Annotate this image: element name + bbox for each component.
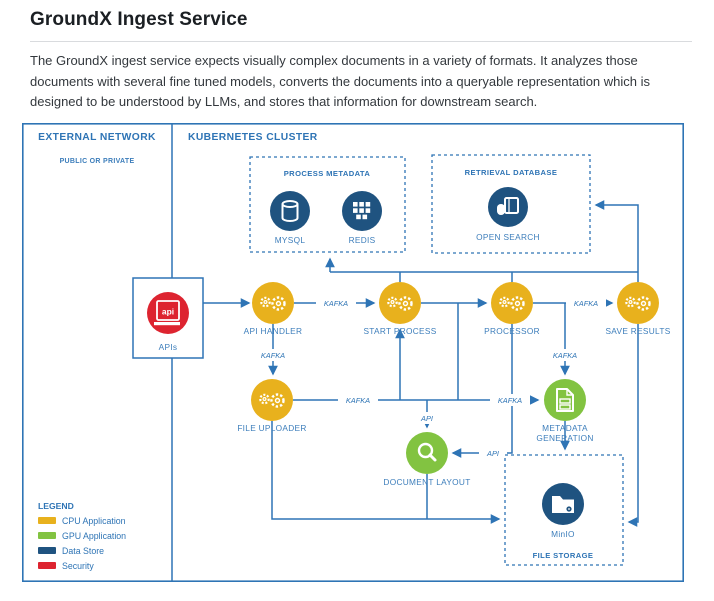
node-api-handler-label: API HANDLER [244, 326, 303, 336]
database-icon [281, 200, 299, 222]
retrieval-database-group: RETRIEVAL DATABASE OPEN SEARCH [431, 154, 591, 254]
file-storage-title: FILE STORAGE [533, 551, 594, 560]
node-minio-label: MinIO [551, 529, 575, 539]
external-network-region: EXTERNAL NETWORK PUBLIC OR PRIVATE [38, 132, 156, 165]
node-metadata-generation: METADATA GENERATION [536, 379, 593, 443]
node-minio: MinIO [542, 483, 584, 539]
node-redis: REDIS [342, 191, 382, 245]
node-apis: api APIs [132, 277, 204, 359]
node-metadata-generation-label2: GENERATION [536, 433, 593, 443]
node-metadata-generation-label: METADATA [542, 423, 588, 433]
edge-label-api: API [420, 414, 433, 423]
node-processor-label: PROCESSOR [484, 326, 540, 336]
architecture-diagram: EXTERNAL NETWORK PUBLIC OR PRIVATE KUBER… [22, 123, 685, 582]
edge-label-kafka: KAFKA [261, 351, 285, 360]
page-description: The GroundX ingest service expects visua… [30, 53, 651, 110]
document-icon [556, 388, 574, 412]
node-open-search-label: OPEN SEARCH [476, 232, 540, 242]
legend-swatch-cpu [38, 517, 56, 524]
node-file-uploader-label: FILE UPLOADER [237, 423, 306, 433]
magnifier-icon [417, 442, 437, 462]
node-file-uploader: FILE UPLOADER [237, 379, 306, 433]
node-open-search: OPEN SEARCH [476, 187, 540, 242]
edge-labels: KAFKA KAFKA KAFKA KAFKA KAFKA KAFKA API … [253, 297, 606, 459]
file-storage-group: MinIO FILE STORAGE [504, 454, 624, 566]
node-mysql: MYSQL [270, 191, 310, 245]
node-save-results: SAVE RESULTS [605, 282, 670, 336]
node-start-process-label: START PROCESS [363, 326, 436, 336]
folder-icon [552, 496, 574, 513]
api-icon-text: api [162, 307, 174, 317]
legend-swatch-gpu [38, 532, 56, 539]
gears-icon [259, 393, 285, 408]
edge-label-api: API [486, 449, 499, 458]
external-network-subtitle: PUBLIC OR PRIVATE [60, 158, 135, 165]
edge-label-kafka: KAFKA [498, 396, 522, 405]
api-icon: api [154, 300, 180, 326]
node-mysql-label: MYSQL [275, 235, 306, 245]
edge-label-kafka: KAFKA [574, 299, 598, 308]
kubernetes-cluster-region: KUBERNETES CLUSTER [188, 132, 318, 143]
node-document-layout-label: DOCUMENT LAYOUT [383, 477, 470, 487]
node-redis-label: REDIS [349, 235, 376, 245]
external-network-title: EXTERNAL NETWORK [38, 132, 156, 143]
gears-icon [260, 296, 286, 311]
node-document-layout: DOCUMENT LAYOUT [383, 432, 470, 487]
process-metadata-group: PROCESS METADATA MYSQL [249, 156, 406, 253]
legend-label-data-store: Data Store [62, 546, 104, 556]
node-save-results-label: SAVE RESULTS [605, 326, 670, 336]
legend: LEGEND CPU Application GPU Application D… [38, 501, 126, 571]
legend-swatch-data-store [38, 547, 56, 554]
legend-title: LEGEND [38, 501, 74, 511]
legend-swatch-security [38, 562, 56, 569]
edge-label-kafka: KAFKA [346, 396, 370, 405]
redis-grid-icon [353, 202, 371, 220]
gears-icon [625, 296, 651, 311]
retrieval-database-title: RETRIEVAL DATABASE [465, 168, 558, 177]
gears-icon [387, 296, 413, 311]
node-api-handler: API HANDLER [244, 282, 303, 336]
node-start-process: START PROCESS [363, 282, 436, 336]
node-processor: PROCESSOR [484, 282, 540, 336]
process-metadata-title: PROCESS METADATA [284, 169, 371, 178]
open-search-icon [497, 197, 519, 215]
edge-label-kafka: KAFKA [553, 351, 577, 360]
edge-label-kafka: KAFKA [324, 299, 348, 308]
page-title: GroundX Ingest Service [30, 9, 248, 30]
node-apis-label: APIs [159, 342, 178, 352]
legend-label-gpu: GPU Application [62, 531, 126, 541]
kubernetes-cluster-title: KUBERNETES CLUSTER [188, 132, 318, 143]
title-divider [30, 41, 692, 42]
legend-label-security: Security [62, 561, 94, 571]
gears-icon [499, 296, 525, 311]
legend-label-cpu: CPU Application [62, 516, 126, 526]
